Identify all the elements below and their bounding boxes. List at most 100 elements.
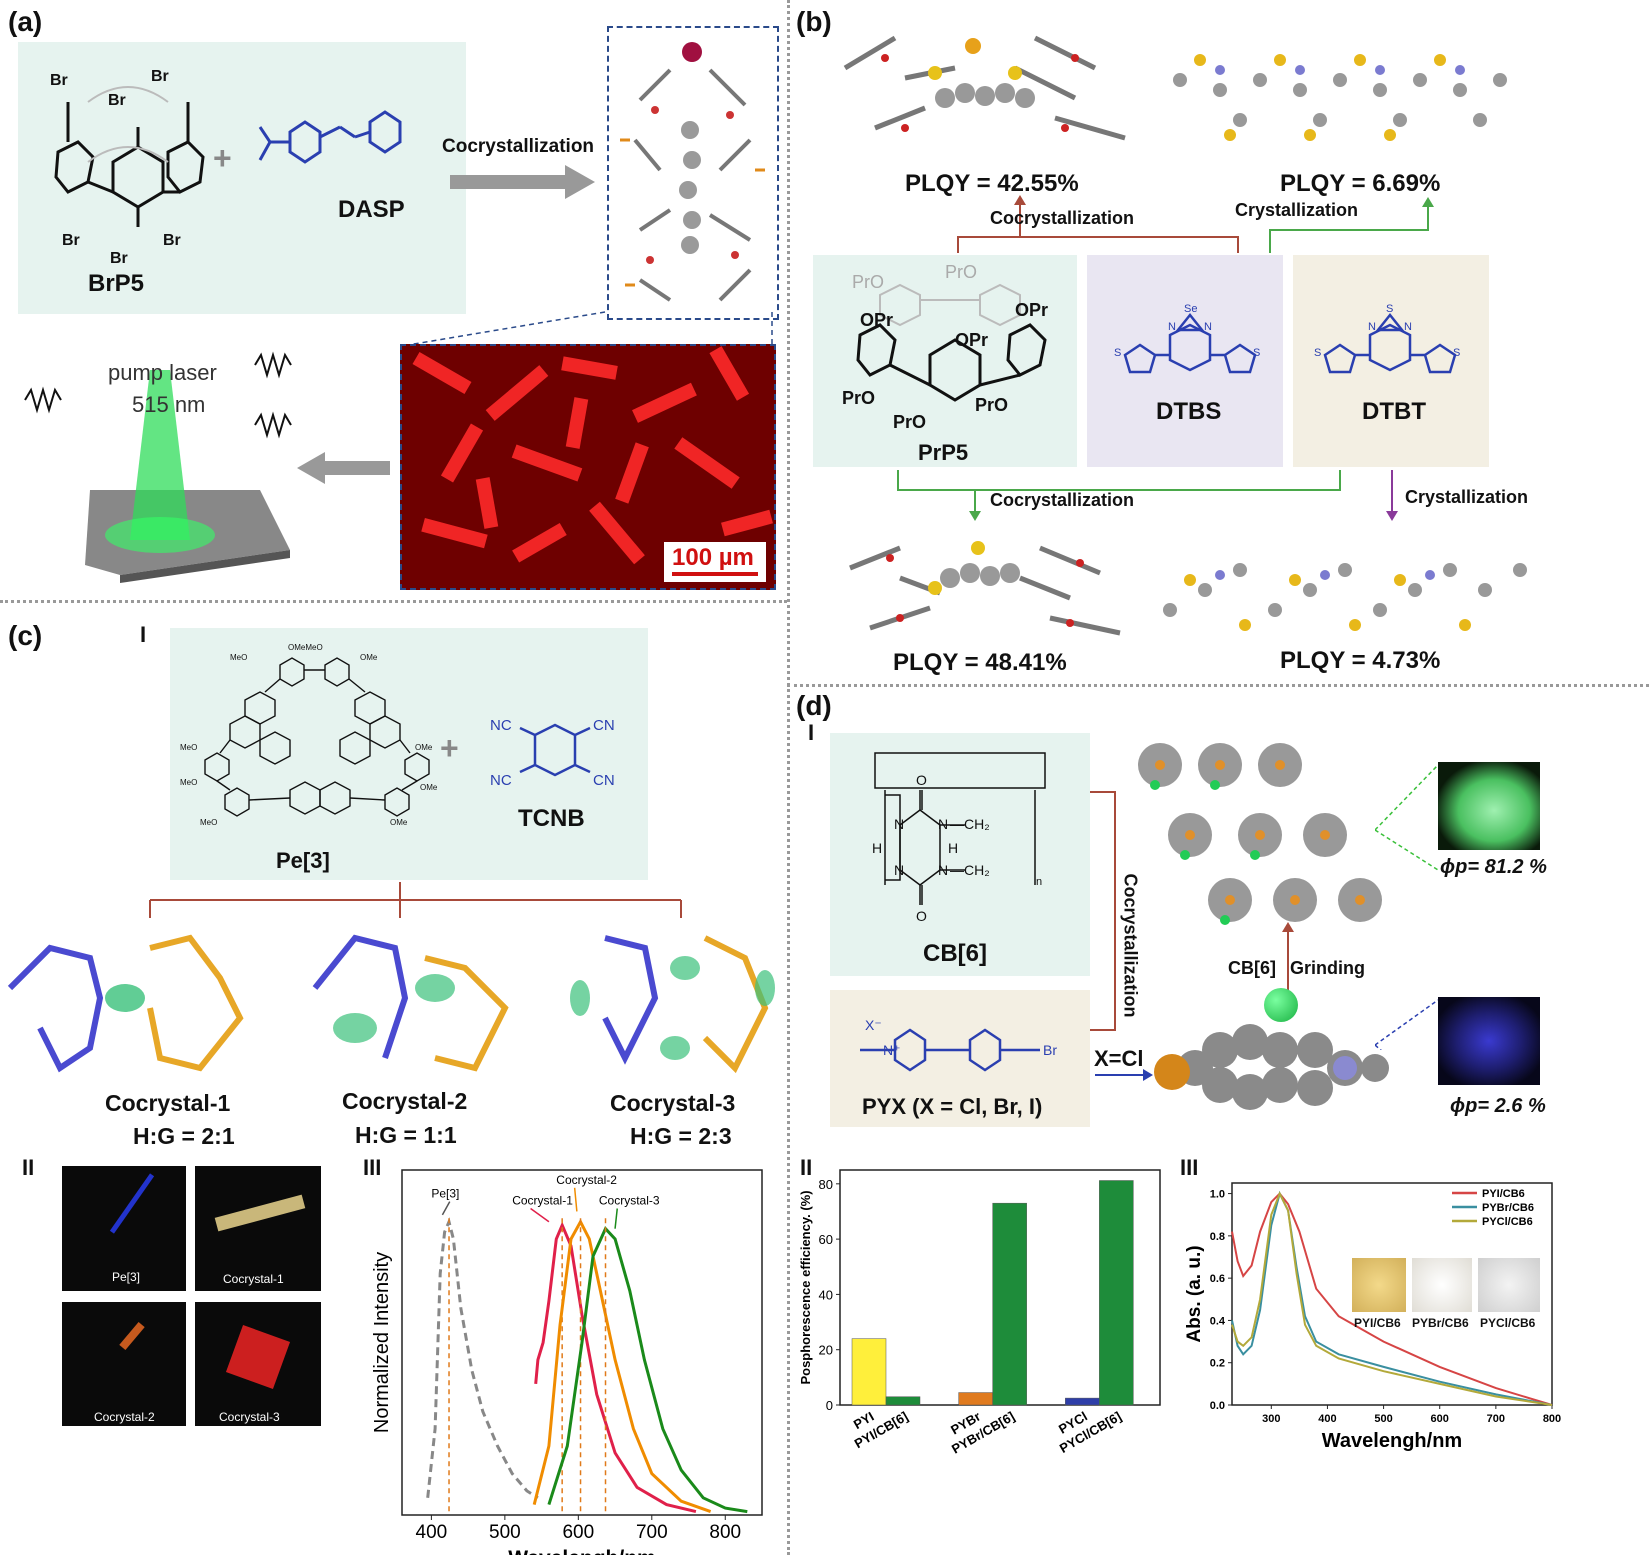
y-tick-label: 0.2 xyxy=(1210,1358,1225,1370)
svg-text:H: H xyxy=(948,840,958,856)
cocrystal-3-ratio: H:G = 2:3 xyxy=(630,1123,732,1149)
legend-label-pyi-cb6: PYI/CB6 xyxy=(1482,1188,1525,1200)
bar-pybr-cb-6- xyxy=(992,1202,1027,1406)
svg-text:n: n xyxy=(1036,876,1042,888)
photo-cocrystal-1-label: Cocrystal-1 xyxy=(223,1272,284,1286)
legend-label-pycl-cb6: PYCl/CB6 xyxy=(1482,1216,1533,1228)
bar-pycl xyxy=(1065,1397,1100,1406)
cb6-name: CB[6] xyxy=(923,940,987,967)
svg-text:N: N xyxy=(1404,321,1412,333)
tcnb-name: TCNB xyxy=(518,805,585,832)
photo-cocrystal-2: Cocrystal-2 xyxy=(62,1302,186,1426)
phi-high-label: ϕp= 81.2 % xyxy=(1440,856,1547,878)
plqy-bl: PLQY = 48.41% xyxy=(893,649,1067,676)
scale-bar-label: 100 µm xyxy=(672,544,754,571)
opr-label-2: OPr xyxy=(1015,300,1049,320)
series-line-cocrystal-3 xyxy=(547,1226,748,1514)
cocrystal-structure-tl xyxy=(843,35,1126,141)
dasp-structure xyxy=(258,110,402,164)
svg-text:—CH₂: —CH₂ xyxy=(950,862,990,878)
y-tick-label: 0.4 xyxy=(1210,1315,1226,1327)
x-tick-label: 700 xyxy=(636,1522,668,1543)
panel-d-roman-2: II xyxy=(800,1155,813,1180)
cocrystal-2-ratio: H:G = 1:1 xyxy=(355,1122,457,1148)
inset-label-pybr: PYBr/CB6 xyxy=(1412,1316,1469,1330)
grinding-label: Grinding xyxy=(1290,958,1365,978)
inset-photo-pycl xyxy=(1478,1258,1540,1312)
crystal-structure-tr xyxy=(1173,54,1507,141)
svg-text:—CH₂: —CH₂ xyxy=(950,816,990,832)
svg-text:Se: Se xyxy=(1184,303,1197,315)
y-tick-label: 0.8 xyxy=(1210,1231,1225,1243)
pro-label-faded-1: PrO xyxy=(852,272,885,292)
bar-pyi xyxy=(851,1338,887,1406)
photo-cocrystal-2-crystal xyxy=(119,1321,145,1351)
y-axis-label: Normalized Intensity xyxy=(371,1252,393,1433)
series-label-pe-3-: Pe[3] xyxy=(431,1187,459,1201)
plqy-tl: PLQY = 42.55% xyxy=(905,170,1079,197)
chart-c-iii: 400500600700800Wavelengh/nmNormalized In… xyxy=(371,1169,763,1555)
plot-frame xyxy=(1231,1182,1553,1406)
cocrystal-3-structure xyxy=(570,935,775,1074)
dtbs-box xyxy=(1087,255,1283,467)
svg-text:OMe: OMe xyxy=(420,783,438,792)
pyx-box xyxy=(830,990,1090,1127)
svg-text:O: O xyxy=(916,908,927,924)
svg-text:N: N xyxy=(894,816,904,832)
crystal-structure-a xyxy=(620,42,765,302)
series-line-pe-3- xyxy=(426,1217,539,1500)
br-label-3: Br xyxy=(108,92,126,109)
svg-text:O: O xyxy=(916,772,927,788)
legend-label-pybr-cb6: PYBr/CB6 xyxy=(1482,1202,1534,1214)
zoom-lines-d xyxy=(1375,764,1439,1050)
cocryst-label-b-top: Cocrystallization xyxy=(990,208,1135,228)
pro-label-2: PrO xyxy=(975,395,1009,415)
cocrystal-2-name: Cocrystal-2 xyxy=(342,1088,468,1114)
series-label-leader xyxy=(530,1207,550,1223)
br-label-6: Br xyxy=(163,232,181,249)
cocryst-label-b-bottom: Cocrystallization xyxy=(990,490,1135,510)
blue-powder-photo xyxy=(1438,997,1540,1085)
pro-label-3: PrO xyxy=(893,412,927,432)
svg-text:N: N xyxy=(938,862,948,878)
pyx-ball-model xyxy=(1154,1024,1389,1110)
y-tick-label: 0.0 xyxy=(1210,1400,1225,1412)
y-axis-label: Abs. (a. u.) xyxy=(1184,1245,1205,1342)
plqy-tr: PLQY = 6.69% xyxy=(1280,170,1441,197)
grinding-arrow xyxy=(1282,922,1294,1000)
photo-pe3-crystal xyxy=(109,1173,155,1234)
x-tick-label: 700 xyxy=(1487,1413,1505,1425)
cocrystal-1-ratio: H:G = 2:1 xyxy=(133,1123,235,1149)
reactant-box-c xyxy=(170,628,648,880)
br-label-4: Br xyxy=(62,232,80,249)
xcl-arrow xyxy=(1095,1069,1153,1081)
reactant-box-a xyxy=(18,42,466,314)
photo-cocrystal-2-label: Cocrystal-2 xyxy=(94,1410,155,1424)
series-line-pycl-cb6 xyxy=(1231,1191,1553,1406)
dtbt-name: DTBT xyxy=(1362,398,1426,425)
plot-frame xyxy=(401,1169,763,1516)
photo-cocrystal-3-crystal xyxy=(225,1324,291,1390)
phi-low-label: ϕp= 2.6 % xyxy=(1450,1095,1546,1117)
photo-pe3: Pe[3] xyxy=(62,1166,186,1291)
svg-text:N: N xyxy=(1204,321,1212,333)
crystal-structure-box-a xyxy=(607,26,779,320)
svg-text:OMeMeO: OMeMeO xyxy=(288,643,323,652)
svg-text:S: S xyxy=(1386,303,1393,315)
y-tick-label: 0.6 xyxy=(1210,1273,1225,1285)
laser-device xyxy=(24,351,292,583)
pyx-name: PYX (X = Cl, Br, I) xyxy=(862,1094,1043,1119)
bar-pycl-cb-6- xyxy=(1099,1180,1134,1406)
br-label-1: Br xyxy=(50,72,68,89)
svg-text:NC: NC xyxy=(490,772,512,789)
opr-label-3: OPr xyxy=(955,330,989,350)
y-tick-label: 20 xyxy=(819,1343,833,1358)
dasp-name: DASP xyxy=(338,196,405,223)
inset-label-pyi: PYI/CB6 xyxy=(1354,1316,1401,1330)
arrow-a-right xyxy=(450,165,595,199)
